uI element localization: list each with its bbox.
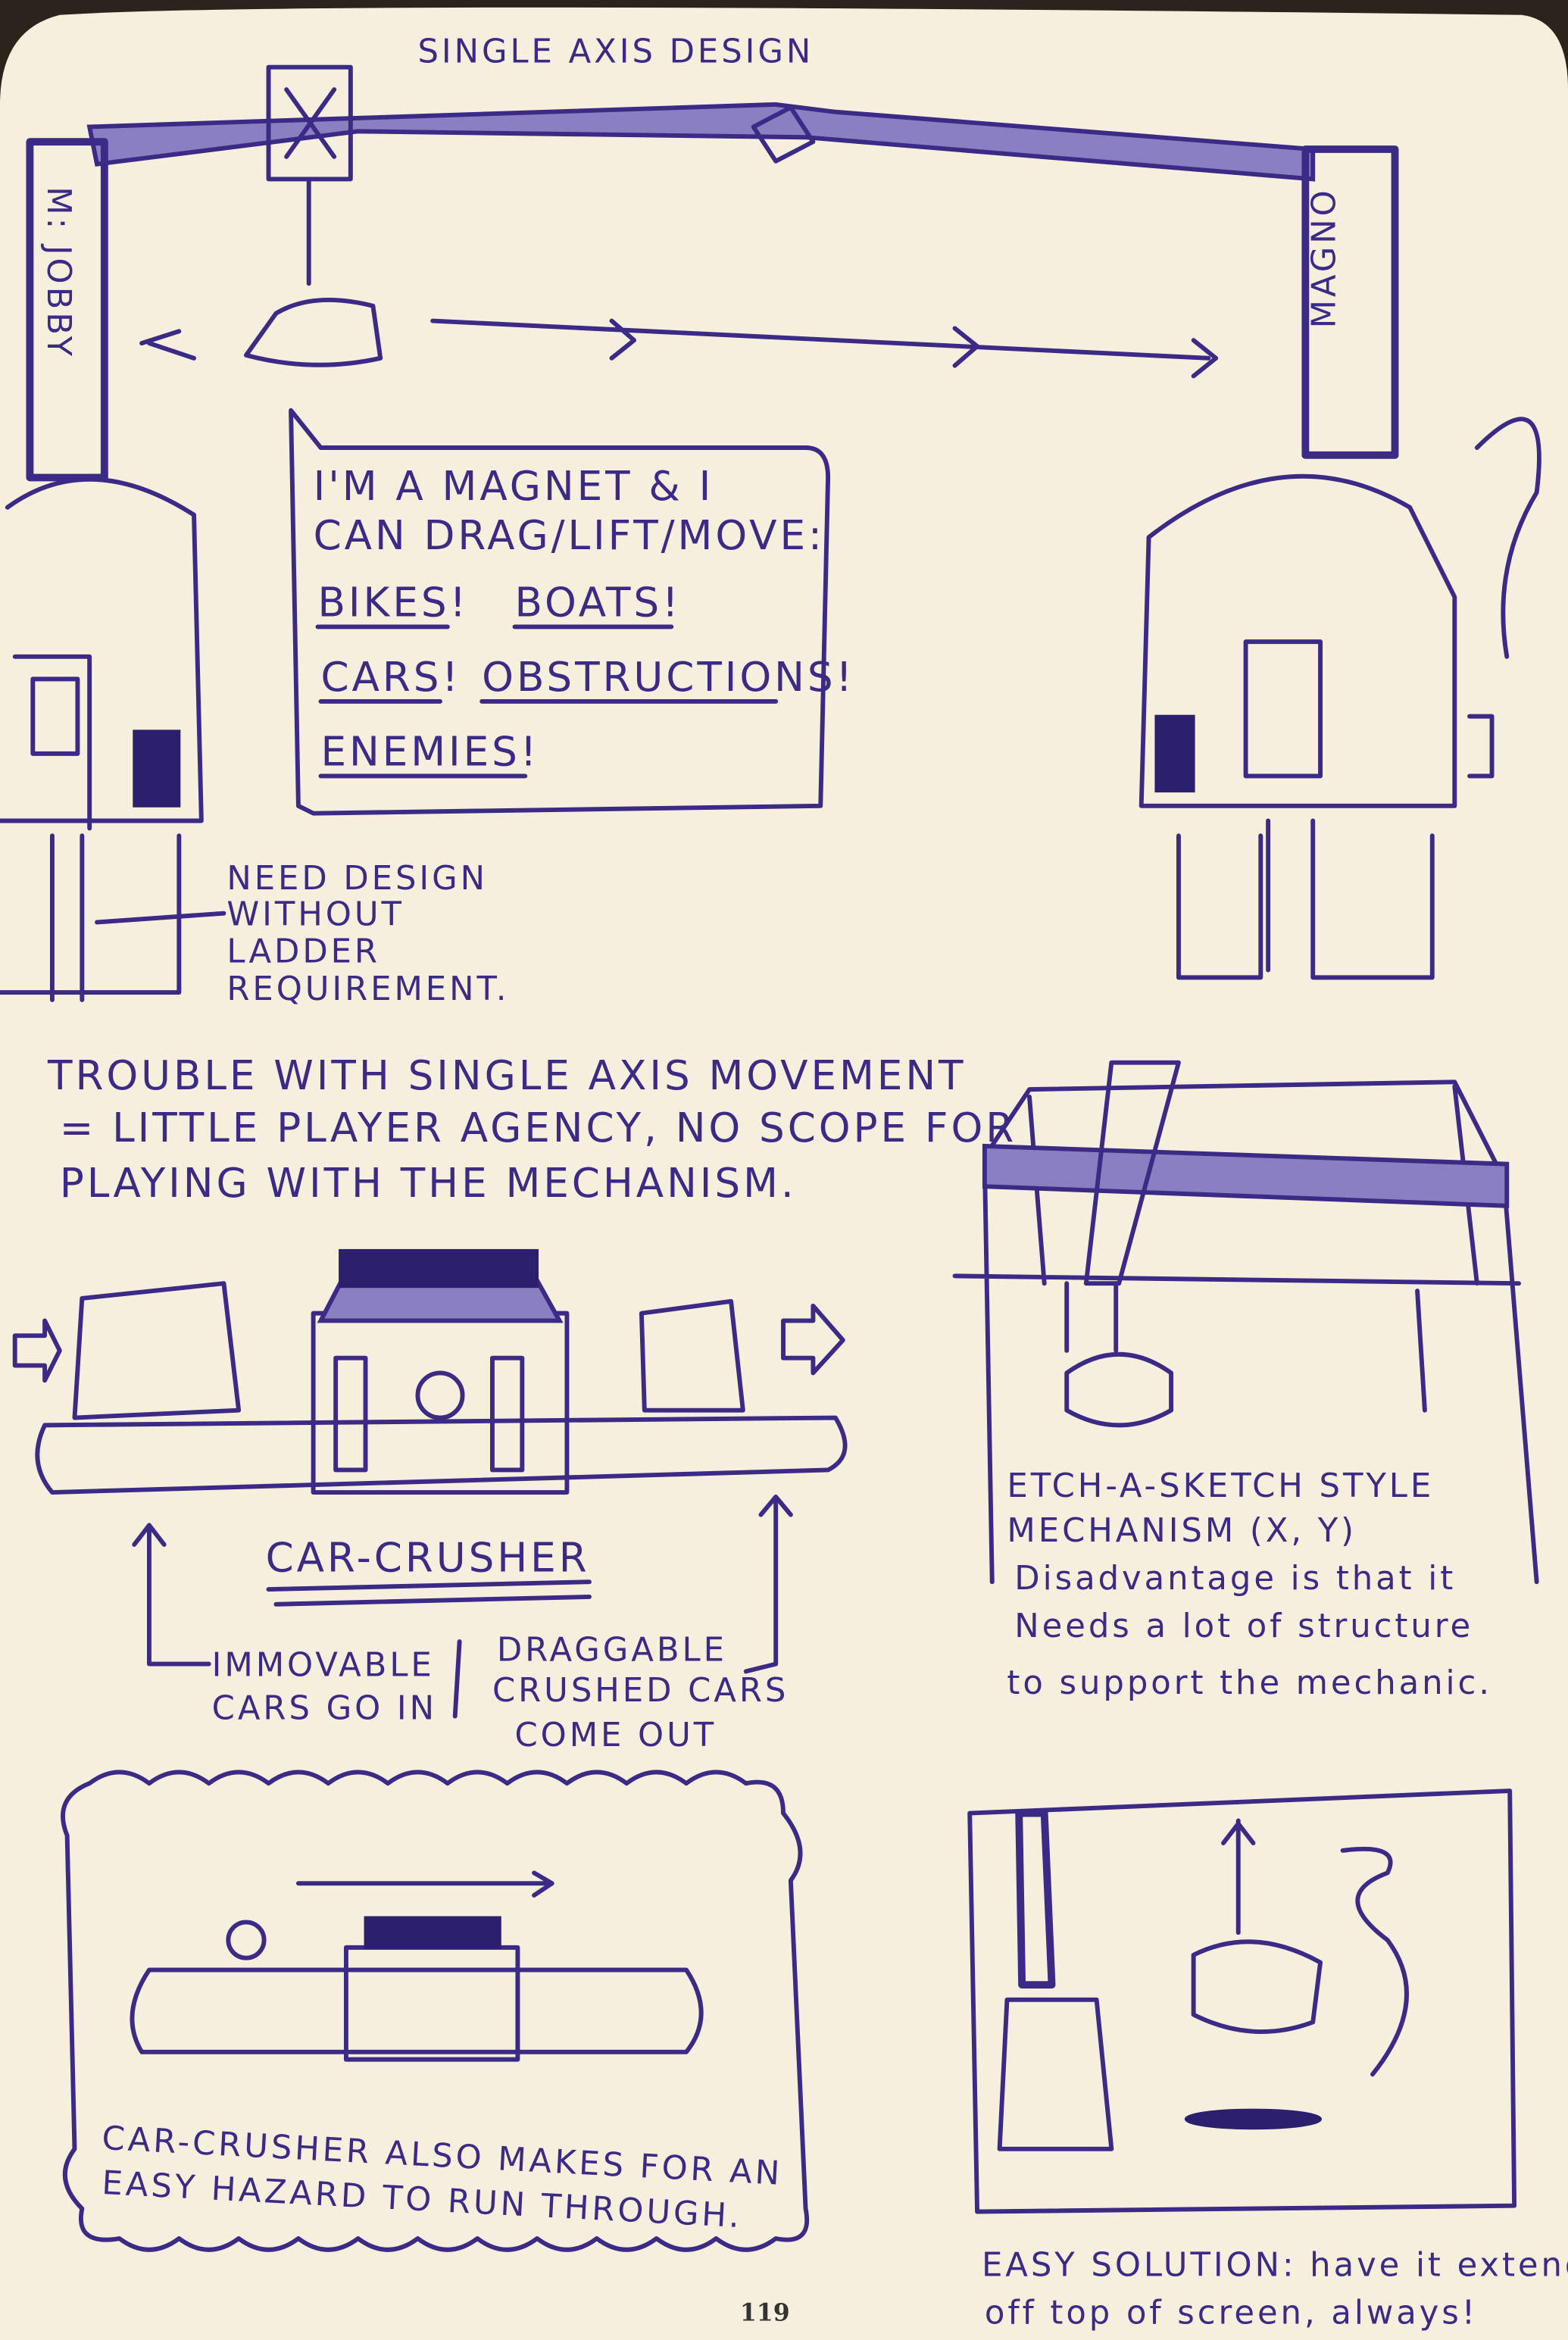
etch-note-line: Needs a lot of structure bbox=[1014, 1607, 1473, 1645]
solution-note-line: EASY SOLUTION: have it extend bbox=[982, 2246, 1568, 2284]
bubble-item: BIKES! bbox=[318, 580, 469, 626]
bubble-line: CAN DRAG/LIFT/MOVE: bbox=[314, 512, 825, 559]
bubble-item: CARS! bbox=[320, 654, 461, 701]
bubble-line: I'M A MAGNET & I bbox=[314, 463, 714, 510]
bubble-item: BOATS! bbox=[514, 580, 681, 626]
bubble-item: OBSTRUCTIONS! bbox=[482, 654, 855, 701]
car-crusher-title: CAR-CRUSHER bbox=[266, 1534, 590, 1581]
ladder-note-line: REQUIREMENT. bbox=[226, 970, 509, 1008]
ladder-note-line: LADDER bbox=[226, 933, 380, 971]
etch-note-line: Disadvantage is that it bbox=[1014, 1560, 1456, 1598]
ladder-note-line: WITHOUT bbox=[226, 895, 404, 933]
etch-a-sketch-drawing bbox=[952, 1060, 1539, 1585]
trouble-note-line: = LITTLE PLAYER AGENCY, NO SCOPE FOR bbox=[60, 1104, 1017, 1151]
single-axis-crane-drawing: M: JOBBY MAGNO bbox=[0, 64, 1541, 1002]
etch-note-line: MECHANISM (X, Y) bbox=[1007, 1512, 1357, 1550]
ladder-note-line: NEED DESIGN bbox=[226, 860, 488, 898]
crusher-in-note: CARS GO IN bbox=[212, 1689, 437, 1727]
etch-note-line: ETCH-A-SKETCH STYLE bbox=[1007, 1467, 1434, 1505]
page-number: 119 bbox=[740, 2298, 790, 2326]
page-title: SINGLE AXIS DESIGN bbox=[417, 33, 814, 71]
crusher-out-note: DRAGGABLE bbox=[497, 1632, 727, 1670]
left-crane-label: M: JOBBY bbox=[39, 186, 77, 359]
crusher-out-note: COME OUT bbox=[514, 1717, 717, 1754]
car-crusher-drawing bbox=[12, 1248, 848, 1495]
solution-note-line: off top of screen, always! bbox=[985, 2294, 1478, 2332]
paper bbox=[0, 7, 1568, 2340]
hazard-cloud-drawing bbox=[61, 1770, 810, 2252]
trouble-note-line: TROUBLE WITH SINGLE AXIS MOVEMENT bbox=[47, 1052, 966, 1099]
trouble-note-line: PLAYING WITH THE MECHANISM. bbox=[60, 1160, 797, 1207]
bubble-item: ENEMIES! bbox=[320, 729, 539, 776]
right-crane-label: MAGNO bbox=[1306, 187, 1344, 328]
etch-note-line: to support the mechanic. bbox=[1007, 1664, 1492, 1702]
crusher-in-note: IMMOVABLE bbox=[212, 1646, 435, 1684]
solution-panel-drawing bbox=[967, 1789, 1517, 2214]
speech-bubble: I'M A MAGNET & I CAN DRAG/LIFT/MOVE: BIK… bbox=[289, 408, 855, 816]
crusher-out-note: CRUSHED CARS bbox=[492, 1672, 789, 1710]
